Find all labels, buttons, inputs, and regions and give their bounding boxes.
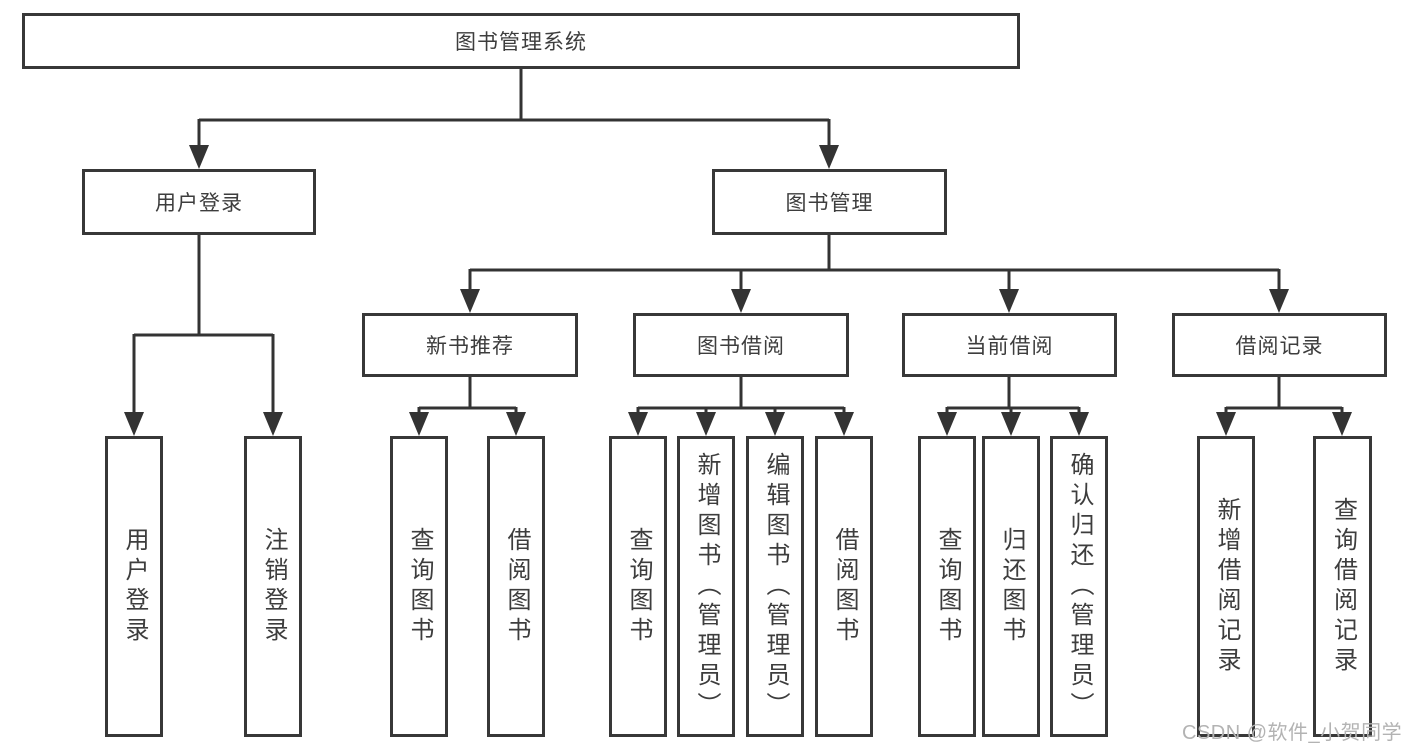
node-current-borrowing: 当前借阅 [902,313,1117,377]
node-book-management: 图书管理 [712,169,947,235]
leaf-borrowing-edit-books-admin: 编辑图书（管理员） [746,436,804,737]
leaf-records-add-record: 新增借阅记录 [1197,436,1255,737]
leaf-newbooks-borrow-books: 借阅图书 [487,436,545,737]
leaf-borrowing-add-books-admin: 新增图书（管理员） [677,436,735,737]
node-book-borrowing: 图书借阅 [633,313,849,377]
leaf-borrowing-add-books-admin-label: 新增图书（管理员） [693,451,720,722]
node-user-login: 用户登录 [82,169,316,235]
node-root: 图书管理系统 [22,13,1020,69]
node-borrowing-records-label: 借阅记录 [1235,335,1324,358]
leaf-current-return-books-label: 归还图书 [998,526,1025,647]
node-book-borrowing-label: 图书借阅 [697,335,785,358]
leaf-current-confirm-return-admin: 确认归还（管理员） [1050,436,1108,737]
leaf-newbooks-query-books: 查询图书 [390,436,448,737]
leaf-newbooks-query-books-label: 查询图书 [406,526,433,647]
leaf-logout-login-label: 注销登录 [260,526,287,647]
node-user-login-label: 用户登录 [155,192,243,215]
leaf-records-add-record-label: 新增借阅记录 [1213,496,1240,677]
node-new-book-recommend: 新书推荐 [362,313,578,377]
leaf-current-query-books: 查询图书 [918,436,976,737]
leaf-current-query-books-label: 查询图书 [934,526,961,647]
node-new-book-recommend-label: 新书推荐 [426,335,514,358]
node-book-management-label: 图书管理 [785,192,874,215]
csdn-watermark: CSDN @软件_小贺同学 [1182,722,1403,744]
leaf-newbooks-borrow-books-label: 借阅图书 [503,526,530,647]
leaf-borrowing-query-books: 查询图书 [609,436,667,737]
leaf-current-return-books: 归还图书 [982,436,1040,737]
leaf-logout-login: 注销登录 [244,436,302,737]
leaf-user-login-label: 用户登录 [121,526,148,647]
leaf-borrowing-edit-books-admin-label: 编辑图书（管理员） [762,451,789,722]
leaf-user-login: 用户登录 [105,436,163,737]
leaf-records-query-record-label: 查询借阅记录 [1329,496,1357,677]
leaf-current-confirm-return-admin-label: 确认归还（管理员） [1066,451,1093,722]
leaf-borrowing-query-books-label: 查询图书 [625,526,652,647]
node-root-label: 图书管理系统 [455,31,587,54]
leaf-borrowing-borrow-books: 借阅图书 [815,436,873,737]
leaf-borrowing-borrow-books-label: 借阅图书 [831,526,858,647]
node-borrowing-records: 借阅记录 [1172,313,1387,377]
leaf-records-query-record: 查询借阅记录 [1313,436,1372,737]
tree-edges [132,69,1344,416]
arrowheads [124,145,1352,436]
node-current-borrowing-label: 当前借阅 [965,335,1054,358]
